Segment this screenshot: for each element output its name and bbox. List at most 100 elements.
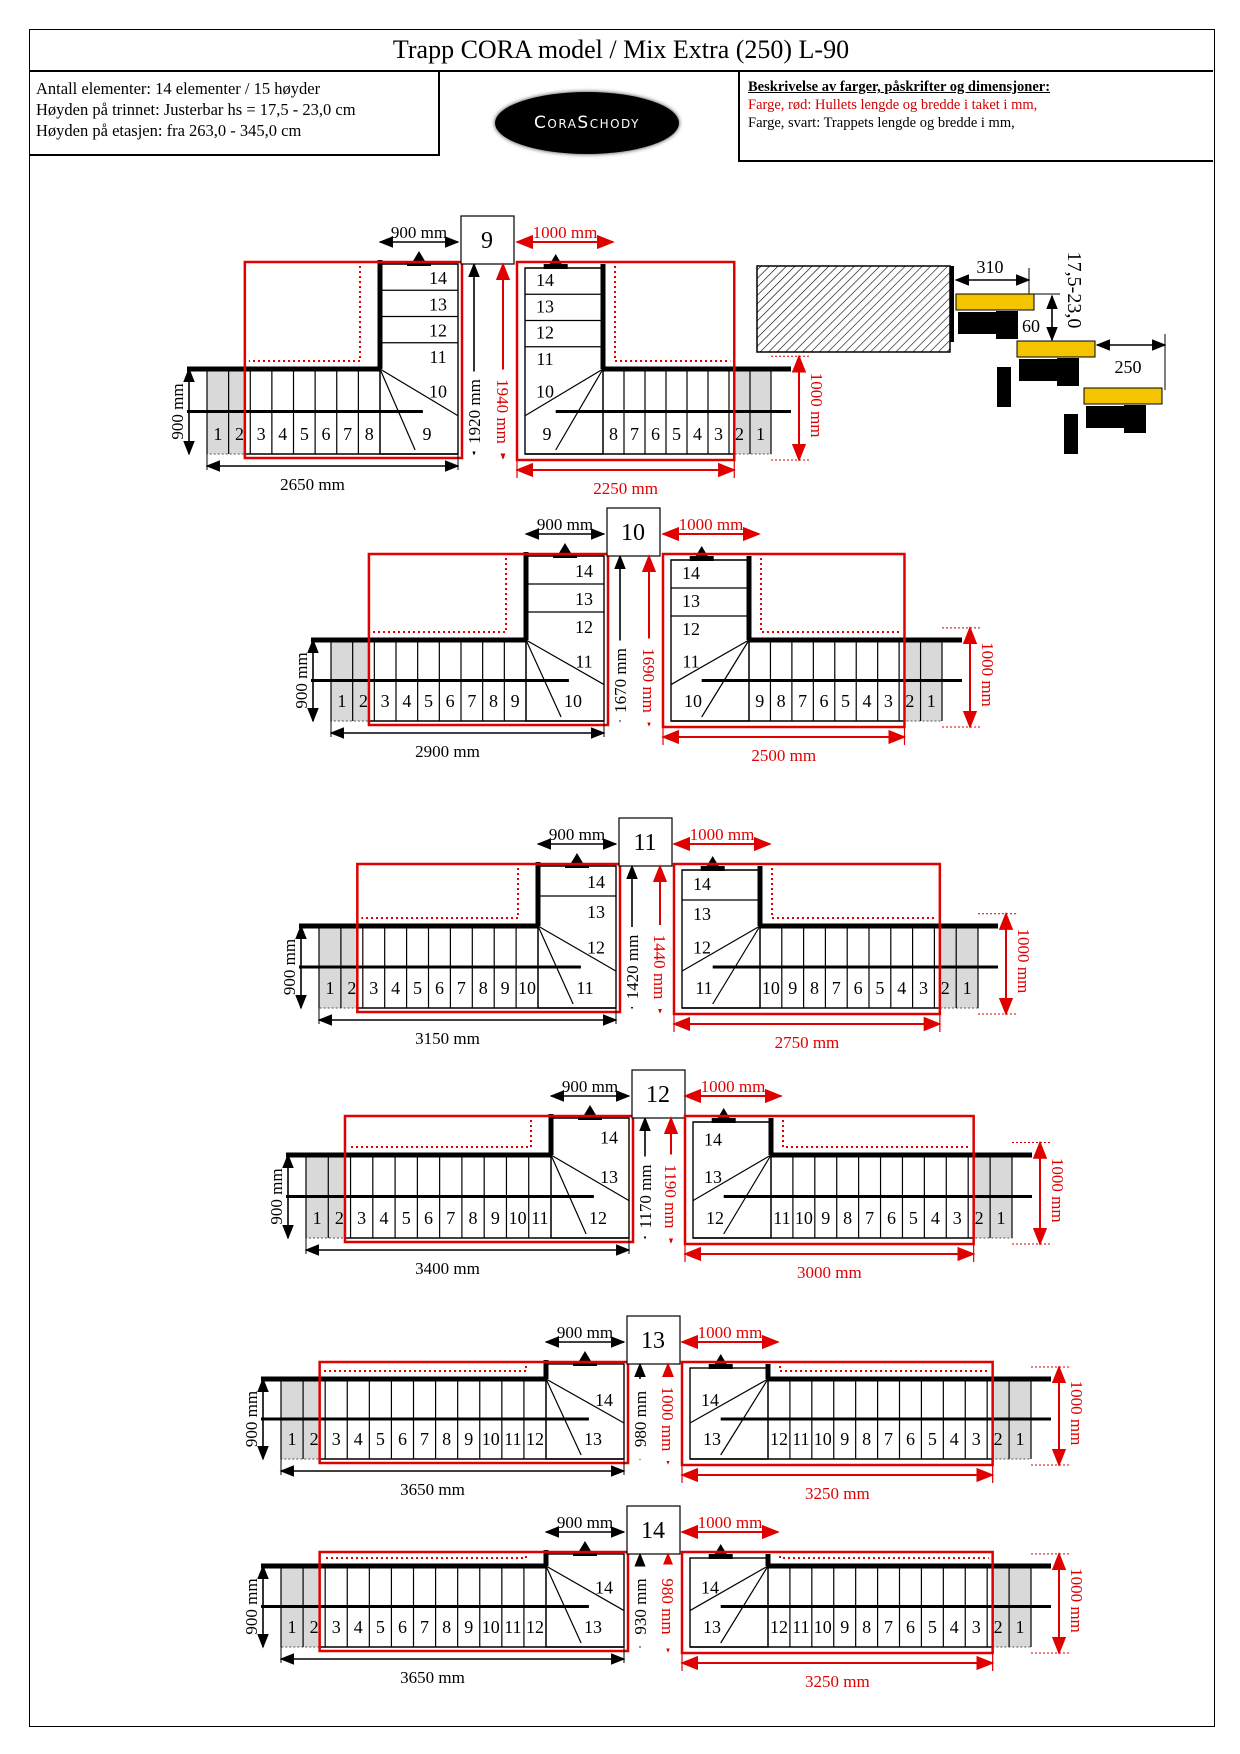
step-number: 11 <box>792 1617 809 1637</box>
step-number: 5 <box>928 1429 937 1449</box>
step-number: 2 <box>310 1617 319 1637</box>
step-number: 9 <box>511 691 520 711</box>
step-number: 6 <box>446 691 455 711</box>
winder-edge <box>545 1378 625 1424</box>
coraschody-logo: CoraSchody <box>495 92 679 154</box>
step-number: 2 <box>994 1429 1003 1449</box>
dim-inner-height: 1670 mm <box>611 648 630 713</box>
step-number: 2 <box>359 691 368 711</box>
step-number: 1 <box>756 424 765 444</box>
winder-edge <box>670 639 750 686</box>
label-bg <box>650 925 668 1009</box>
step-number: 2 <box>994 1617 1003 1637</box>
dim-width-top: 1000 mm <box>701 1077 766 1096</box>
step-number: 5 <box>300 424 309 444</box>
step-number: 1 <box>313 1208 322 1228</box>
step-number: 14 <box>536 270 554 290</box>
step-number: 10 <box>762 978 780 998</box>
slab-edge <box>950 266 954 342</box>
step-number: 11 <box>536 349 553 369</box>
step-number: 3 <box>884 691 893 711</box>
step-number: 4 <box>931 1208 940 1228</box>
hole-inner-outline <box>323 1556 527 1559</box>
step-number: 3 <box>714 424 723 444</box>
dim-length: 2750 mm <box>775 1033 840 1052</box>
step-number: 7 <box>420 1429 429 1449</box>
step-number: 7 <box>420 1617 429 1637</box>
dim-inner-height: 930 mm <box>631 1578 650 1634</box>
ceiling-hole-outline <box>680 1550 994 1655</box>
up-arrow-icon <box>584 1105 596 1115</box>
dim-length: 3250 mm <box>805 1672 870 1691</box>
ceiling-hole-outline <box>661 552 906 729</box>
dim-hole-height: 1440 mm <box>650 935 669 1000</box>
stringer-block <box>958 312 996 334</box>
tread <box>1083 387 1163 405</box>
info-elements: Antall elementer: 14 elementer / 15 høyd… <box>36 79 321 98</box>
dim-length: 3000 mm <box>797 1263 862 1282</box>
step-number: 10 <box>518 978 536 998</box>
step-number: 8 <box>479 978 488 998</box>
step-number: 1 <box>337 691 346 711</box>
step-number: 1 <box>963 978 972 998</box>
dim-length: 3650 mm <box>400 1668 465 1687</box>
step-number: 9 <box>755 691 764 711</box>
step-number: 13 <box>584 1617 602 1637</box>
winder-edge <box>720 1565 769 1644</box>
dim-width-top: 900 mm <box>557 1323 613 1342</box>
step-number: 7 <box>865 1208 874 1228</box>
step-number: 2 <box>735 424 744 444</box>
winder-edge <box>525 639 562 718</box>
top-arrow-base <box>553 553 577 558</box>
ceiling-hole-outline <box>356 862 622 1014</box>
step-number: 12 <box>429 321 447 341</box>
step-number: 14 <box>429 268 447 288</box>
dim-length: 3650 mm <box>400 1480 465 1499</box>
step-number: 12 <box>693 938 711 958</box>
step-number: 11 <box>531 1208 548 1228</box>
up-arrow-icon <box>413 251 425 261</box>
step-number: 9 <box>840 1617 849 1637</box>
step-number: 5 <box>909 1208 918 1228</box>
config-number: 13 <box>641 1328 665 1354</box>
config-number: 10 <box>621 520 645 546</box>
winder-edge <box>712 925 761 1005</box>
step-number: 4 <box>354 1617 363 1637</box>
step-number: 1 <box>927 691 936 711</box>
legend-black: Farge, svart: Trappets lengde og bredde … <box>748 115 1015 131</box>
page-frame <box>29 29 1215 1727</box>
ceiling-hole-outline <box>680 1360 994 1467</box>
step-number: 8 <box>469 1208 478 1228</box>
dim-length: 3250 mm <box>805 1484 870 1503</box>
step-number: 13 <box>587 902 605 922</box>
tread <box>955 293 1035 311</box>
step-number: 8 <box>862 1429 871 1449</box>
step-number: 7 <box>343 424 352 444</box>
step-number: 10 <box>429 381 447 401</box>
ceiling-hole-outline <box>343 1114 635 1244</box>
dim-step-height: 17,5-23,0 <box>1063 252 1085 329</box>
stringer-block <box>996 311 1018 339</box>
step-number: 1 <box>288 1617 297 1637</box>
hole-inner-outline <box>779 1556 989 1559</box>
config-number: 9 <box>481 228 493 254</box>
step-number: 13 <box>703 1617 721 1637</box>
dim-width-top: 900 mm <box>562 1077 618 1096</box>
dim-hole-height: 1690 mm <box>639 648 658 713</box>
step-number: 11 <box>695 978 712 998</box>
step-number: 11 <box>504 1429 521 1449</box>
step-number: 5 <box>376 1429 385 1449</box>
step-number: 3 <box>972 1617 981 1637</box>
step-number: 12 <box>526 1617 544 1637</box>
dim-width-top: 900 mm <box>537 515 593 534</box>
step-number: 10 <box>814 1429 832 1449</box>
config-number: 14 <box>641 1518 665 1544</box>
dim-length: 2900 mm <box>415 742 480 761</box>
dim-inner-height: 1170 mm <box>636 1164 655 1228</box>
hole-inner-outline <box>771 868 936 919</box>
